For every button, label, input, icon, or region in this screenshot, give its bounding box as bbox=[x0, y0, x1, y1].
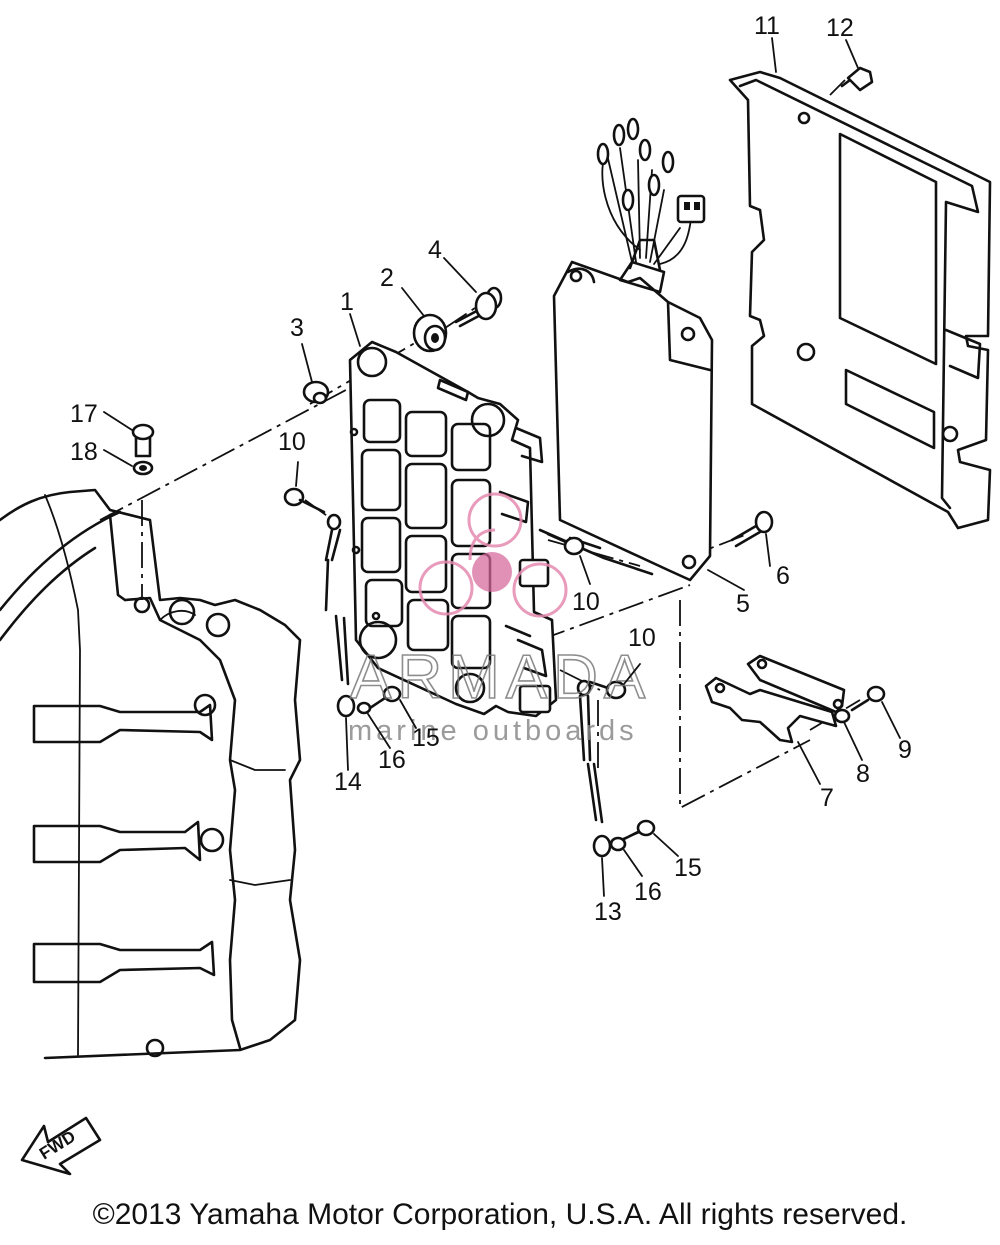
callout-3: 3 bbox=[290, 314, 304, 342]
callout-7: 7 bbox=[820, 784, 834, 812]
part-3-collar bbox=[302, 380, 330, 405]
callout-5: 5 bbox=[736, 590, 750, 618]
bolt-10-a bbox=[283, 487, 326, 514]
callout-16-b: 16 bbox=[634, 878, 662, 906]
hardware-bolts bbox=[131, 66, 886, 852]
callout-14: 14 bbox=[334, 768, 362, 796]
callout-8: 8 bbox=[856, 760, 870, 788]
callout-1: 1 bbox=[340, 288, 354, 316]
watermark-logo bbox=[418, 492, 568, 618]
part-4-bolt bbox=[454, 286, 503, 328]
part-1-bracket-plate bbox=[348, 340, 558, 718]
watermark: ARMADA marine outboards bbox=[348, 492, 651, 747]
callout-9: 9 bbox=[898, 736, 912, 764]
callout-18: 18 bbox=[70, 438, 98, 466]
fwd-arrow: FWD bbox=[20, 1116, 102, 1176]
washer-18 bbox=[132, 460, 154, 476]
part-2-grommet bbox=[412, 313, 448, 353]
callout-16-a: 16 bbox=[378, 746, 406, 774]
engine-block bbox=[0, 488, 302, 1060]
washer-16-b bbox=[609, 836, 627, 852]
bolt-10-b bbox=[546, 532, 585, 556]
callout-leaders bbox=[103, 37, 901, 897]
callout-15-b: 15 bbox=[674, 854, 702, 882]
callout-13: 13 bbox=[594, 898, 622, 926]
washer-8 bbox=[833, 708, 851, 724]
washer-16-a bbox=[356, 701, 372, 715]
bolt-12 bbox=[840, 66, 874, 92]
copyright-notice: ©2013 Yamaha Motor Corporation, U.S.A. A… bbox=[92, 1198, 908, 1231]
bolt-17 bbox=[131, 423, 155, 458]
lead-13 bbox=[576, 679, 612, 858]
bracket-grid bbox=[360, 398, 492, 670]
bolt-9 bbox=[850, 685, 886, 712]
bolt-15-a bbox=[368, 685, 402, 710]
callout-2: 2 bbox=[380, 264, 394, 292]
callout-10-b: 10 bbox=[572, 588, 600, 616]
bolt-6 bbox=[730, 510, 774, 548]
callout-6: 6 bbox=[776, 562, 790, 590]
callout-4: 4 bbox=[428, 236, 442, 264]
callout-10-a: 10 bbox=[278, 428, 306, 456]
watermark-brand: ARMADA bbox=[350, 643, 651, 712]
ground-leads bbox=[324, 513, 612, 858]
part-11-cover bbox=[728, 70, 992, 530]
lead-14 bbox=[324, 513, 356, 718]
part-7-clamp bbox=[704, 654, 846, 744]
callout-10-c: 10 bbox=[628, 624, 656, 652]
callout-12: 12 bbox=[826, 14, 854, 42]
callout-17: 17 bbox=[70, 400, 98, 428]
callout-numbers: 1 2 3 4 5 6 7 8 9 10 10 10 11 12 13 14 1… bbox=[70, 12, 912, 926]
callout-11: 11 bbox=[754, 12, 780, 40]
part-5-cdi-unit bbox=[538, 117, 714, 582]
bolt-10-c bbox=[588, 680, 627, 700]
bolt-15-b bbox=[620, 819, 656, 842]
watermark-tagline: marine outboards bbox=[348, 715, 638, 747]
callout-15-a: 15 bbox=[412, 724, 440, 752]
